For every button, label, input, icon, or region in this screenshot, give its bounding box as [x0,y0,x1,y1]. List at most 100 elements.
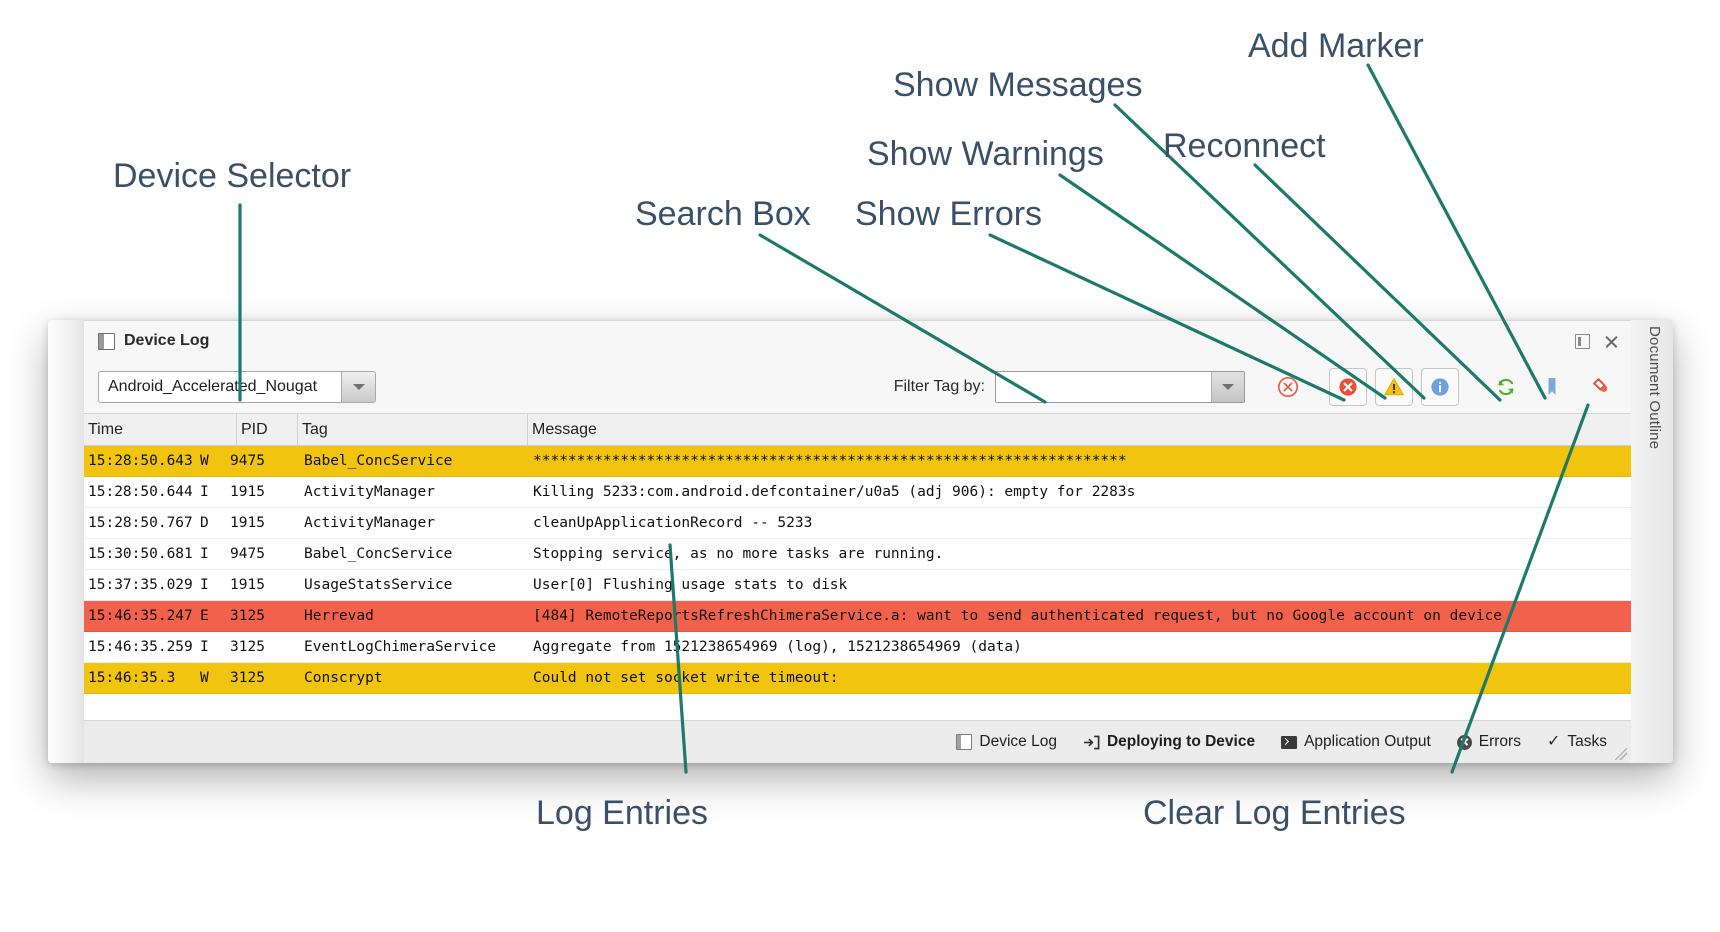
toolbar-right-cluster: Filter Tag by: [894,361,1617,413]
ide-left-gutter [48,320,85,763]
panel-view-icon [98,332,115,350]
panel-title: Device Log [124,332,210,349]
cell-level: I [200,577,209,593]
add-marker-button[interactable] [1533,368,1571,406]
status-item-errors[interactable]: Errors [1456,733,1521,751]
cell-tag: Conscrypt [304,670,383,686]
bookmark-icon [1548,378,1556,395]
cell-message: Killing 5233:com.android.defcontainer/u0… [533,484,1136,500]
table-row[interactable]: 15:37:35.029 I 1915 UsageStatsService User[0… [84,570,1631,601]
cell-tag: ActivityManager [304,484,435,500]
cell-pid: 3125 [230,608,265,624]
cell-message: ****************************************… [533,453,1127,469]
cell-time: 15:46:35.259 [88,639,193,655]
panel-toolbar: Android_Accelerated_Nougat Filter Tag by… [84,361,1631,413]
cell-pid: 1915 [230,577,265,593]
cell-tag: Babel_ConcService [304,546,453,562]
device-selector[interactable]: Android_Accelerated_Nougat [98,371,376,403]
window-body: Document Outline Device Log Android_Acce… [48,320,1673,763]
restore-icon[interactable] [1575,333,1590,349]
cell-tag: Babel_ConcService [304,453,453,469]
cell-time: 15:46:35.3 [88,670,176,686]
cell-pid: 3125 [230,670,265,686]
search-box[interactable] [995,371,1245,403]
search-input[interactable] [996,372,1211,402]
cell-tag: ActivityManager [304,515,435,531]
status-item-tasks[interactable]: ✓ Tasks [1547,733,1607,751]
cell-time: 15:37:35.029 [88,577,193,593]
cell-tag: EventLogChimeraService [304,639,497,655]
resize-grip[interactable] [1615,748,1627,760]
refresh-icon [1498,378,1514,396]
panel-icon [956,734,973,750]
cell-tag: UsageStatsService [304,577,453,593]
show-messages-button[interactable] [1421,368,1459,406]
column-header-message[interactable]: Message [527,414,1631,445]
device-selector-dropdown-button[interactable] [341,372,375,402]
eraser-icon [1593,378,1608,392]
annotation-label: Show Messages [893,66,1142,104]
cell-message: cleanUpApplicationRecord -- 5233 [533,515,813,531]
annotation-label: Add Marker [1248,27,1424,65]
status-item-label: Application Output [1304,733,1431,750]
cell-level: I [200,484,209,500]
status-item-label: Tasks [1567,733,1607,750]
show-errors-button[interactable] [1329,368,1367,406]
clear-filter-icon [1277,376,1299,398]
cell-pid: 3125 [230,639,265,655]
annotation-label: Search Box [635,195,811,233]
cell-tag: Herrevad [304,608,374,624]
table-row[interactable]: 15:46:35.3 W 3125 Conscrypt Could not set so… [84,663,1631,694]
status-item-application-output[interactable]: Application Output [1281,733,1431,751]
column-header-tag[interactable]: Tag [297,414,527,445]
clear-filter-button[interactable] [1269,368,1307,406]
chevron-down-icon [1222,384,1234,390]
status-item-label: Errors [1478,733,1521,750]
cell-message: User[0] Flushing usage stats to disk [533,577,848,593]
terminal-icon [1281,735,1298,749]
reconnect-button[interactable] [1487,368,1525,406]
cell-level: W [200,670,209,686]
bottom-status-bar: Device Log Deploying to Device Applicati [84,720,1631,763]
cell-message: Aggregate from 1521238654969 (log), 1521… [533,639,1022,655]
annotation-label: Show Warnings [867,135,1104,173]
cell-level: W [200,453,209,469]
cell-message: Could not set socket write timeout: [533,670,839,686]
cell-message: [484] RemoteReportsRefreshChimeraService… [533,608,1503,624]
cell-message: Stopping service, as no more tasks are r… [533,546,944,562]
show-warnings-button[interactable] [1375,368,1413,406]
device-log-panel: Device Log Android_Accelerated_Nougat Fi… [84,320,1631,763]
table-row[interactable]: 15:28:50.643 W 9475 Babel_ConcService ******… [84,446,1631,477]
cell-time: 15:46:35.247 [88,608,193,624]
annotation-label: Device Selector [113,157,351,195]
error-circle-icon [1456,734,1472,750]
cell-time: 15:28:50.767 [88,515,193,531]
column-header-time[interactable]: Time [88,420,123,438]
info-icon [1431,378,1449,396]
ide-window: Document Outline Device Log Android_Acce… [48,320,1673,763]
search-dropdown-button[interactable] [1211,372,1244,402]
panel-titlebar: Device Log [84,321,1631,361]
close-icon[interactable] [1604,334,1619,349]
column-header-pid[interactable]: PID [236,414,297,445]
chevron-down-icon [352,384,365,390]
status-item-label: Device Log [979,733,1057,750]
check-icon: ✓ [1546,733,1561,750]
document-outline-strip[interactable]: Document Outline [1630,320,1673,763]
status-item-deploying-to-device[interactable]: Deploying to Device [1083,733,1255,751]
deploy-icon [1083,735,1100,750]
clear-log-button[interactable] [1579,368,1617,406]
filter-tag-label: Filter Tag by: [893,378,985,395]
cell-pid: 9475 [230,453,265,469]
status-item-device-log[interactable]: Device Log [956,733,1057,751]
error-icon [1339,378,1357,396]
cell-time: 15:28:50.643 [88,453,193,469]
status-item-label: Deploying to Device [1106,733,1256,750]
